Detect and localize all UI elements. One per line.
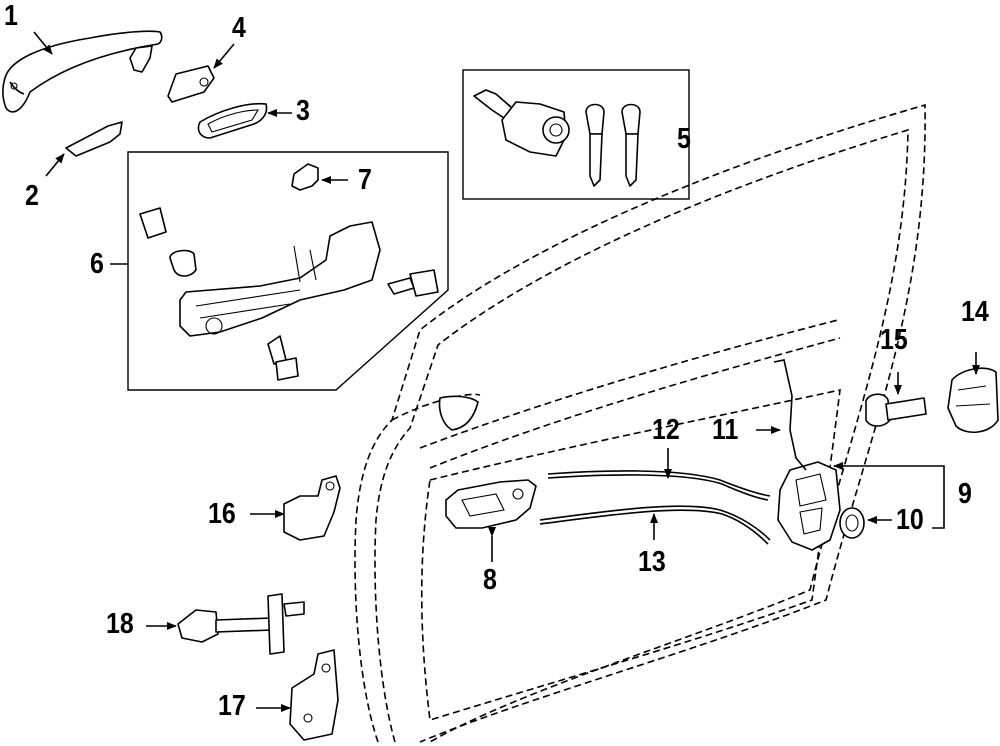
key-lock-group-box	[462, 69, 690, 200]
callout-16: 16	[208, 498, 236, 530]
callout-2: 2	[25, 180, 39, 212]
inside-handle-part	[445, 479, 537, 529]
callout-11: 11	[712, 414, 739, 446]
hinge-lower-part	[289, 649, 339, 741]
grommet-part	[839, 507, 865, 539]
key-cylinder-part	[473, 89, 570, 157]
key-part-2	[621, 103, 641, 187]
callout-8: 8	[483, 564, 497, 596]
leader-arrows	[33, 31, 980, 712]
door-outline	[354, 103, 926, 743]
callout-5: 5	[677, 123, 691, 155]
door-check-part	[177, 593, 305, 655]
striker-bolt-part	[865, 393, 927, 427]
callout-17: 17	[218, 690, 246, 722]
callout-10: 10	[896, 504, 924, 536]
clip-part	[291, 163, 319, 191]
callout-1: 1	[4, 0, 18, 32]
striker-cover-part	[947, 367, 999, 433]
lock-rod-part	[773, 359, 807, 471]
outside-handle-part	[2, 30, 163, 113]
callout-18: 18	[106, 608, 134, 640]
handle-gasket-part	[197, 102, 268, 139]
hinge-upper-part	[283, 475, 341, 541]
handle-cap-part	[167, 65, 215, 103]
callout-14: 14	[961, 296, 989, 328]
callout-6: 6	[90, 248, 104, 280]
callout-15: 15	[880, 324, 908, 356]
callout-4: 4	[232, 12, 246, 44]
door-lock-assembly-part	[777, 461, 841, 551]
lock-cable-upper-part	[547, 470, 771, 497]
callout-3: 3	[296, 95, 310, 127]
callout-12: 12	[652, 414, 680, 446]
key-part-1	[585, 103, 605, 187]
outer-handle-frame-group-box	[127, 151, 449, 391]
handle-pad-part	[65, 121, 123, 157]
lock-cable-lower-part	[539, 505, 771, 541]
callout-9: 9	[958, 478, 972, 510]
handle-frame-assembly-part	[139, 207, 439, 381]
callout-13: 13	[638, 546, 666, 578]
callout-7: 7	[358, 164, 372, 196]
